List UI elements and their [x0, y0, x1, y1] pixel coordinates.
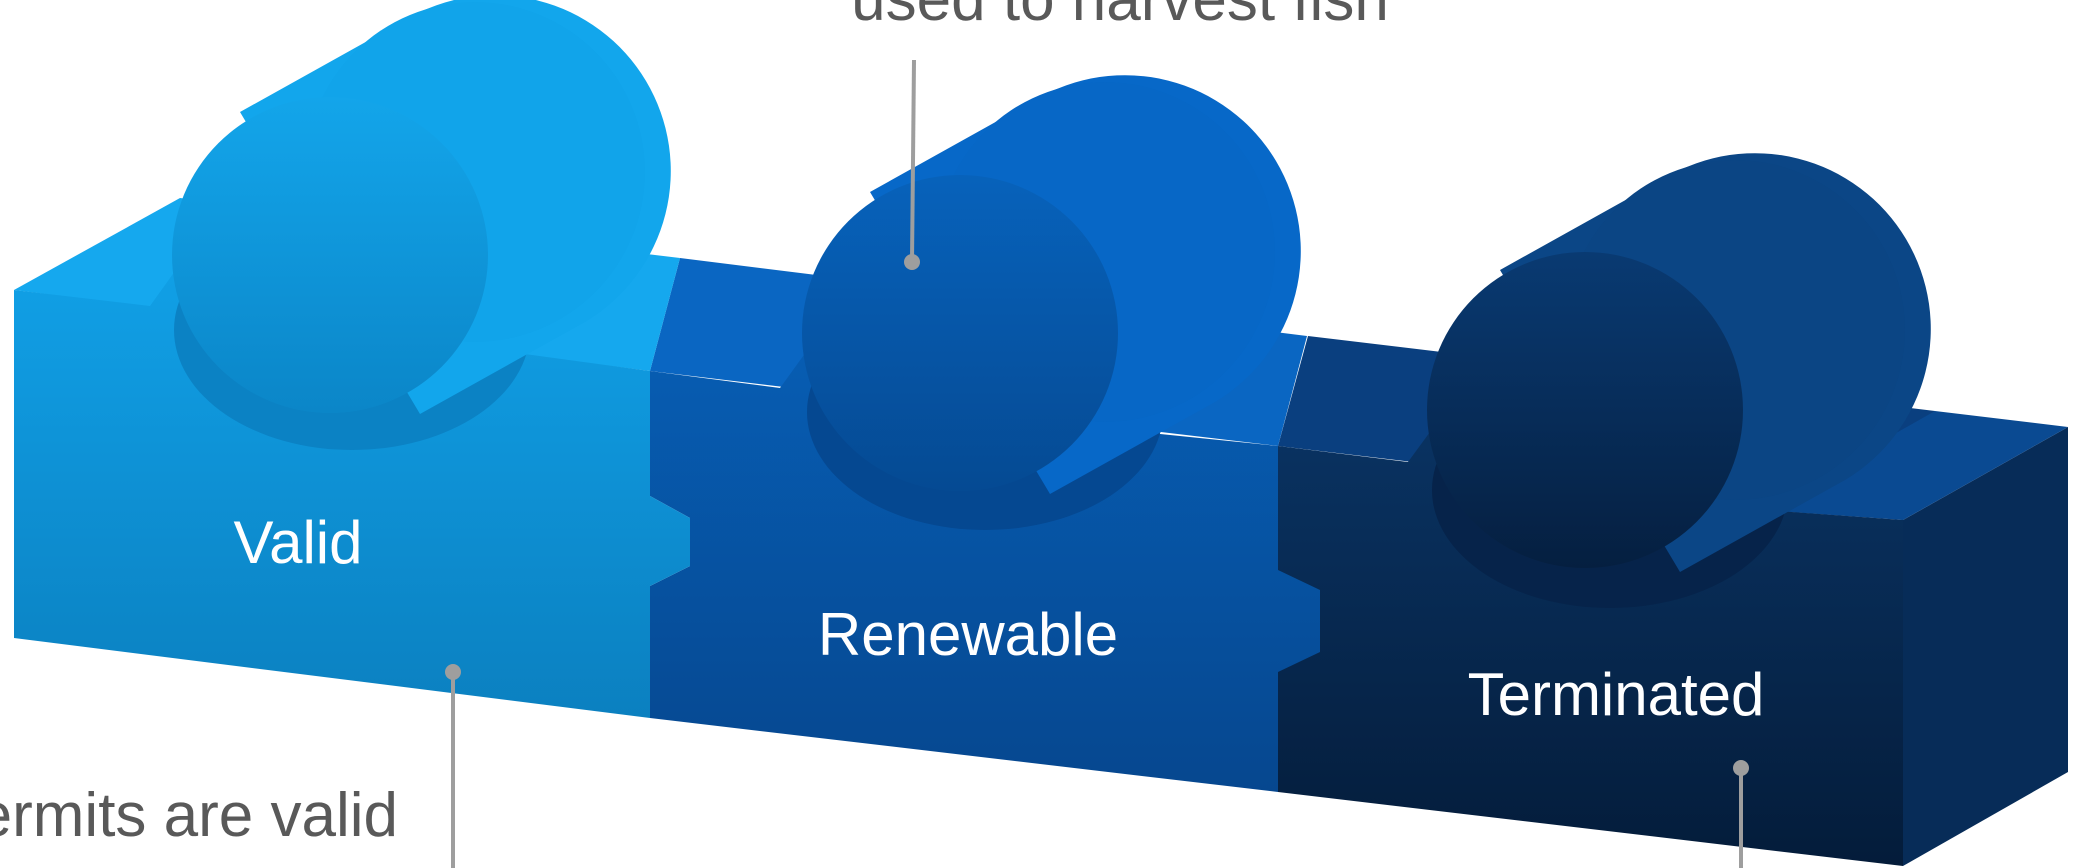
leader-line-renewable: [910, 59, 916, 263]
callout-text-renewable: used to harvest fish: [851, 0, 1389, 34]
block-terminated-top-right: [1760, 411, 2068, 520]
callout-leaders: [445, 59, 1749, 868]
block-renewable-label: Renewable: [818, 601, 1118, 668]
block-valid-cylinder-face: [172, 97, 488, 413]
block-renewable: Renewable: [650, 75, 1320, 792]
block-valid-label: Valid: [234, 509, 363, 576]
block-terminated-side-face: [1903, 427, 2068, 866]
block-valid: Valid: [14, 0, 690, 718]
block-terminated-cylinder-face: [1427, 252, 1743, 568]
leader-dot-terminated: [1733, 760, 1749, 776]
leader-dot-valid: [445, 664, 461, 680]
block-renewable-cylinder-face: [802, 175, 1118, 491]
block-terminated: Terminated: [1278, 153, 2068, 866]
leader-dot-renewable: [904, 254, 920, 270]
callout-text-valid: Permits are valid: [0, 781, 398, 850]
block-terminated-label: Terminated: [1468, 661, 1765, 728]
